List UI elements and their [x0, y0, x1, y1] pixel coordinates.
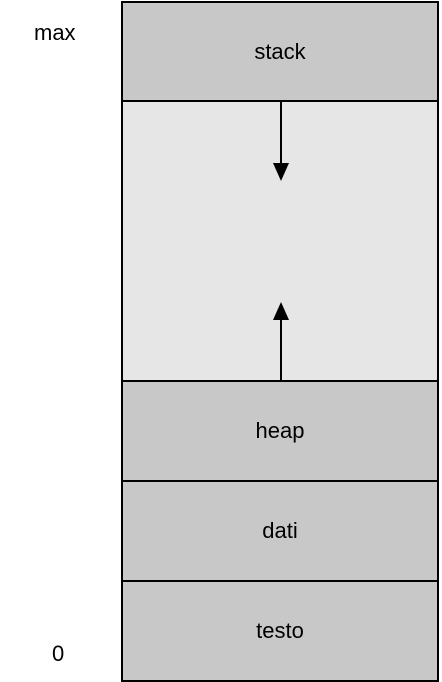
- testo-label: testo: [256, 618, 304, 643]
- stack-segment: stack: [121, 1, 439, 102]
- max-address-label: max: [34, 20, 76, 45]
- stack-label: stack: [254, 38, 306, 64]
- free-space-segment: [121, 100, 439, 382]
- zero-address-label: 0: [52, 641, 65, 666]
- testo-segment: testo: [121, 580, 439, 682]
- heap-label: heap: [255, 418, 305, 443]
- dati-label: dati: [262, 518, 298, 543]
- heap-segment: heap: [121, 380, 439, 482]
- dati-segment: dati: [121, 480, 439, 582]
